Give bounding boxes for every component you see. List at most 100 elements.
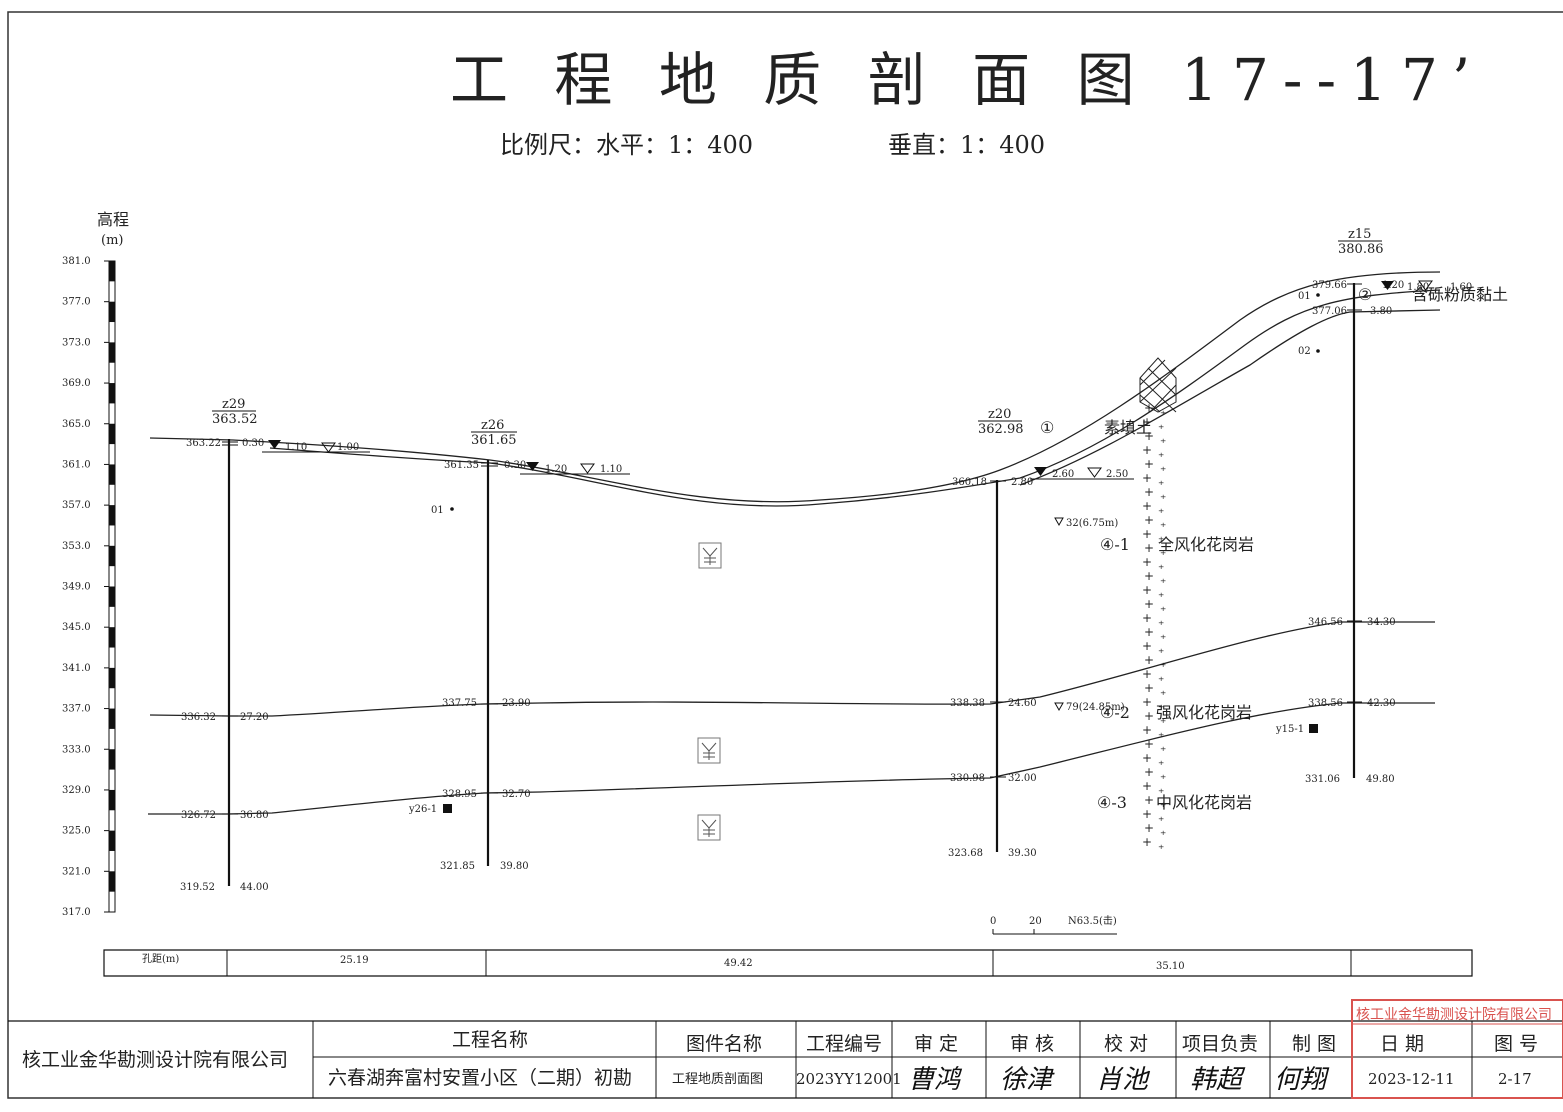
seal-text: 核工业金华勘测设计院有限公司 — [1356, 1007, 1552, 1023]
granite-plus-mark: + — [1144, 429, 1154, 443]
header-date: 日 期 — [1380, 1033, 1424, 1055]
granite-plus-mark: + — [1142, 835, 1152, 849]
z29-b1-depth: 27.20 — [240, 712, 269, 723]
z29-water-level-1: 1.10 — [285, 442, 307, 453]
granite-plus-mark: + — [1142, 807, 1152, 821]
sample-y26-1-icon — [443, 804, 452, 813]
elev-scale-segment — [109, 301, 115, 323]
granite-plus-mark: + — [1142, 415, 1152, 429]
spacing-z29-z26: 25.19 — [340, 955, 369, 966]
ground-surface-line — [150, 272, 1440, 502]
z20-water-level-2: 2.50 — [1106, 469, 1128, 480]
z15-b2-elev: 338.56 — [1308, 698, 1343, 709]
granite-plus-mark: ⁺ — [1158, 562, 1164, 576]
water-level-open-icon — [1088, 468, 1101, 477]
elev-tick-label: 369.0 — [62, 378, 91, 389]
bh-id: z15 — [1348, 227, 1371, 242]
granite-plus-mark: ⁺ — [1160, 604, 1166, 618]
header-drawn-by: 制 图 — [1292, 1033, 1336, 1055]
granite-plus-mark: ⁺ — [1160, 408, 1166, 422]
granite-plus-mark: ⁺ — [1158, 702, 1164, 716]
stratum-1-number: ① — [1040, 418, 1054, 437]
elev-ticks: 381.0377.0373.0369.0365.0361.0357.0353.0… — [62, 256, 109, 918]
fill-hatch-zone — [1140, 358, 1176, 412]
granite-plus-mark: + — [1144, 681, 1154, 695]
company-name: 核工业金华勘测设计院有限公司 — [22, 1049, 288, 1071]
boundary-4-1-4-2 — [150, 622, 1435, 716]
granite-plus-mark: ⁺ — [1158, 758, 1164, 772]
granite-plus-mark: ⁺ — [1158, 590, 1164, 604]
granite-plus-mark: + — [1144, 793, 1154, 807]
groundwater-box-icon — [699, 543, 721, 568]
granite-plus-mark: + — [1144, 541, 1154, 555]
granite-plus-mark: + — [1142, 723, 1152, 737]
borehole-columns — [229, 283, 1354, 886]
elev-tick-label: 365.0 — [62, 419, 91, 430]
granite-plus-mark: ⁺ — [1158, 422, 1164, 436]
granite-plus-mark: ⁺ — [1160, 800, 1166, 814]
elev-scale-segment — [109, 749, 115, 770]
z20-b2-depth: 32.00 — [1008, 773, 1037, 784]
z15-b2-depth: 42.30 — [1367, 698, 1396, 709]
granite-plus-mark: ⁺ — [1158, 786, 1164, 800]
granite-plus-mark: ⁺ — [1160, 464, 1166, 478]
header-reviewed-by: 审 核 — [1010, 1033, 1054, 1055]
header-project-code: 工程编号 — [806, 1033, 882, 1055]
z20-b1-depth: 24.60 — [1008, 698, 1037, 709]
granite-plus-mark: + — [1142, 555, 1152, 569]
z15-water-level-1: 1.80 — [1407, 282, 1429, 293]
water-level-icon — [1381, 281, 1394, 290]
elev-scale-segment — [109, 789, 115, 811]
granite-plus-mark: + — [1144, 653, 1154, 667]
granite-plus-mark: ⁺ — [1158, 534, 1164, 548]
bh-elev: 380.86 — [1338, 242, 1384, 257]
granite-plus-mark: + — [1144, 569, 1154, 583]
granite-plus-mark: + — [1144, 765, 1154, 779]
spacing-z26-z20: 49.42 — [724, 958, 753, 969]
granite-plus-mark: ⁺ — [1158, 842, 1164, 856]
reviewed-by-signature: 徐津 — [1000, 1065, 1055, 1095]
z20-water-level-1: 2.60 — [1052, 469, 1074, 480]
z20-b2-elev: 330.98 — [950, 773, 985, 784]
elev-scale-segment — [109, 342, 115, 363]
elev-tick-label: 357.0 — [62, 500, 91, 511]
elev-tick-label: 361.0 — [62, 459, 91, 470]
elev-tick-label: 321.0 — [62, 866, 91, 877]
elev-scale-fills — [109, 261, 115, 892]
granite-plus-mark: ⁺ — [1158, 506, 1164, 520]
elev-scale-segment — [109, 627, 115, 648]
header-project-lead: 项目负责 — [1182, 1033, 1258, 1055]
elev-scale-segment — [109, 423, 115, 445]
z26-b1-depth: 23.90 — [502, 698, 531, 709]
stratum-4-3-number: ④-3 — [1097, 793, 1127, 812]
water-level-icon — [526, 462, 539, 471]
stratum-1-name: 素填土 — [1104, 418, 1152, 437]
scale-horizontal: 比例尺：水平：1：400 — [500, 131, 753, 159]
granite-plus-mark: + — [1142, 639, 1152, 653]
elev-scale-segment — [109, 545, 115, 567]
groundwater-symbols — [698, 543, 721, 840]
drawing-title: 工 程 地 质 剖 面 图 17--17’ — [450, 46, 1484, 114]
header-approved-by: 审 定 — [914, 1033, 958, 1055]
z26-b2-elev: 328.95 — [442, 789, 477, 800]
granite-plus-mark: ⁺ — [1160, 576, 1166, 590]
granite-plus-mark: ⁺ — [1160, 744, 1166, 758]
elev-scale-segment — [109, 505, 115, 526]
granite-plus-mark: ⁺ — [1160, 716, 1166, 730]
z26-bottom-elev: 321.85 — [440, 861, 475, 872]
elev-tick-label: 333.0 — [62, 744, 91, 755]
granite-plus-pattern: +⁺+⁺+⁺+⁺+⁺+⁺+⁺+⁺+⁺+⁺+⁺+⁺+⁺+⁺+⁺+⁺+⁺+⁺+⁺+⁺… — [1142, 401, 1166, 856]
header-checked-by: 校 对 — [1104, 1033, 1148, 1055]
clay-bottom-line — [1020, 310, 1440, 485]
water-level-underlines — [262, 452, 1134, 479]
drawing-number: 2-17 — [1498, 1070, 1532, 1088]
z26-ground-elev: 361.35 — [444, 460, 479, 471]
elev-tick-label: 329.0 — [62, 785, 91, 796]
stratum-2-name: 含砾粉质黏土 — [1412, 285, 1508, 304]
elev-tick-label: 381.0 — [62, 256, 91, 267]
elev-tick-label: 345.0 — [62, 622, 91, 633]
elev-scale-segment — [109, 586, 115, 607]
drawing-date: 2023-12-11 — [1368, 1070, 1454, 1088]
z15-point-2: 02 — [1298, 346, 1311, 357]
